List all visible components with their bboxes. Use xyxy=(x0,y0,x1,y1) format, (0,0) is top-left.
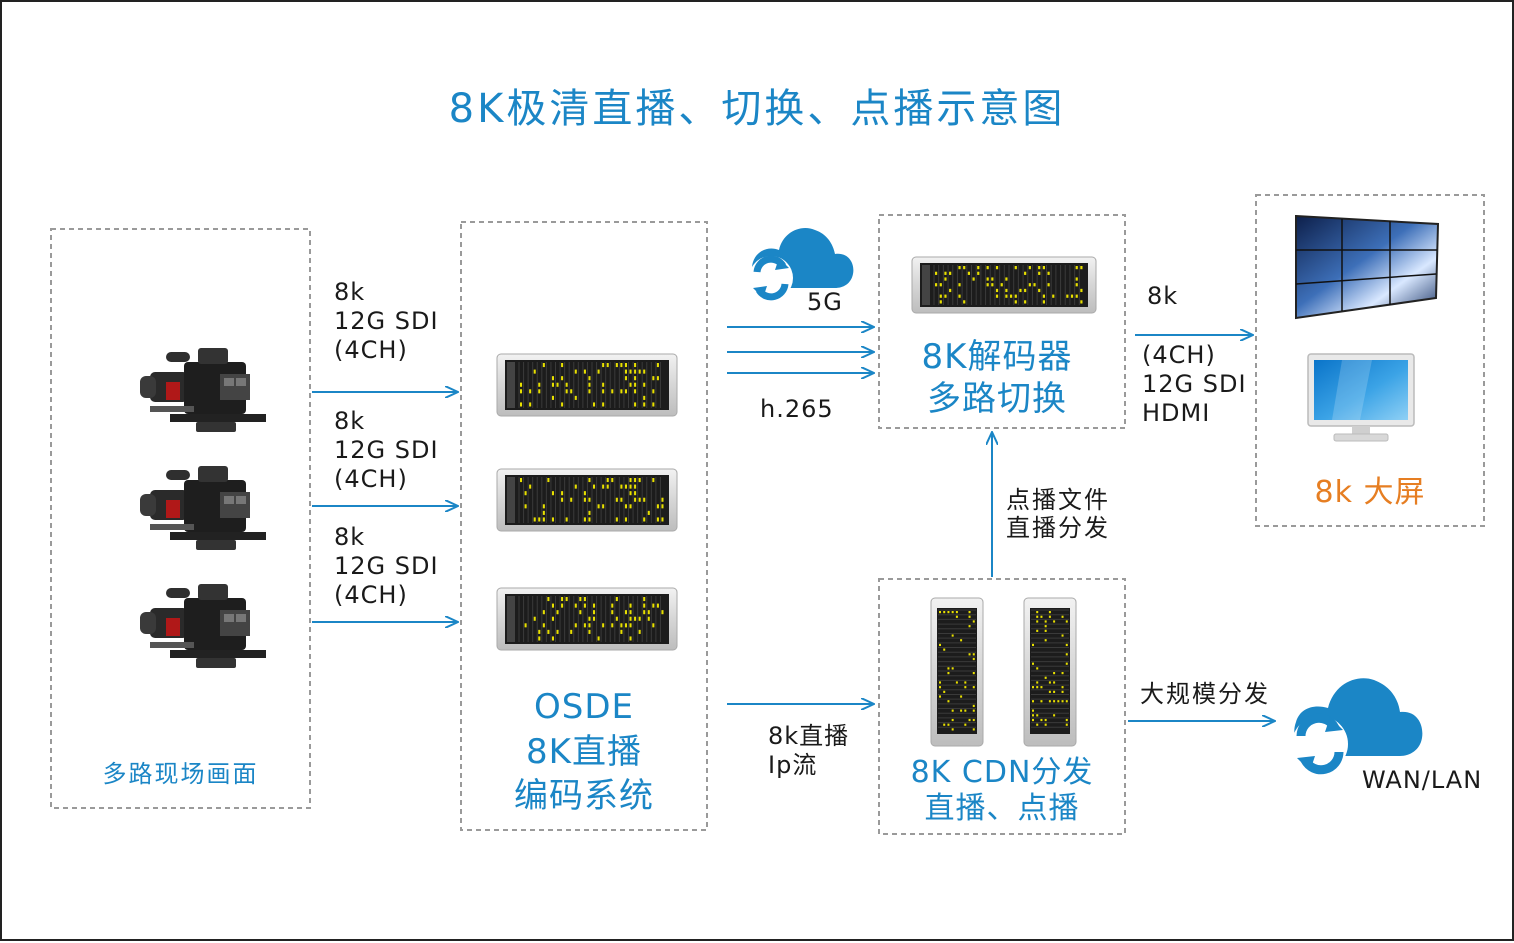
encoder-function: 8K直播 xyxy=(526,732,642,772)
decoder-box-label: 8K解码器 多路切换 xyxy=(879,336,1115,420)
tower-server-icon xyxy=(1023,597,1077,747)
encoder-cdn-link-label: 8k直播 Ip流 xyxy=(768,722,849,780)
tower-server-icon xyxy=(930,597,984,747)
cloud-sync-icon xyxy=(1292,678,1423,775)
video-camera-icon xyxy=(140,466,266,550)
link-resolution: 8k xyxy=(334,523,366,551)
camera-link-label-3: 8k 12G SDI (4CH) xyxy=(334,523,439,610)
rack-server-icon xyxy=(496,587,678,651)
video-camera-icon xyxy=(140,584,266,668)
rack-server-icon xyxy=(496,353,678,417)
decoder-screen-resolution: 8k xyxy=(1147,282,1179,310)
link-interface: 12G SDI xyxy=(334,307,439,335)
cdn-box xyxy=(878,578,1126,835)
decoder-screen-link-label: (4CH) 12G SDI HDMI xyxy=(1142,341,1247,428)
link-interface: 12G SDI xyxy=(334,552,439,580)
link-resolution: 8k xyxy=(334,278,366,306)
sources-box-label: 多路现场画面 xyxy=(102,760,259,788)
video-wall-icon xyxy=(1295,214,1440,320)
monitor-icon xyxy=(1307,353,1415,442)
link-channels: (4CH) xyxy=(334,336,408,364)
diagram-title: 8K极清直播、切换、点播示意图 xyxy=(448,86,1066,132)
wan-lan-label: WAN/LAN xyxy=(1362,766,1483,794)
camera-link-label-1: 8k 12G SDI (4CH) xyxy=(334,278,439,365)
cdn-title: 8K CDN分发 xyxy=(910,755,1094,790)
link-channels: (4CH) xyxy=(1142,341,1216,369)
link-channels: (4CH) xyxy=(334,465,408,493)
encoder-box-label: OSDE 8K直播 编码系统 xyxy=(461,684,707,818)
h265-label: h.265 xyxy=(760,395,834,423)
live-8k-label: 8k直播 xyxy=(768,722,850,750)
live-distribution-label: 直播分发 xyxy=(1006,514,1110,542)
decoder-box xyxy=(878,214,1126,429)
video-camera-icon xyxy=(140,348,266,432)
cdn-subtitle: 直播、点播 xyxy=(924,791,1080,826)
camera-link-label-2: 8k 12G SDI (4CH) xyxy=(334,407,439,494)
mass-distribution-label: 大规模分发 xyxy=(1140,680,1270,708)
cloud-sync-icon xyxy=(749,228,854,301)
link-resolution: 8k xyxy=(334,407,366,435)
encoder-system: 编码系统 xyxy=(514,776,654,816)
rack-server-icon xyxy=(496,468,678,532)
sources-box xyxy=(50,228,311,809)
decoder-title: 8K解码器 xyxy=(921,337,1073,377)
link-interface: 12G SDI xyxy=(334,436,439,464)
cdn-box-label: 8K CDN分发 直播、点播 xyxy=(879,755,1125,827)
cloud-5g-label: 5G xyxy=(807,288,843,316)
link-interface: 12G SDI xyxy=(1142,370,1247,398)
encoder-brand: OSDE xyxy=(533,687,634,727)
screen-box-label: 8k 大屏 xyxy=(1314,475,1426,510)
encoder-box xyxy=(460,221,708,831)
link-interface-hdmi: HDMI xyxy=(1142,399,1211,427)
link-channels: (4CH) xyxy=(334,581,408,609)
ip-stream-label: Ip流 xyxy=(768,751,818,779)
vod-files-label: 点播文件 xyxy=(1006,486,1110,514)
rack-server-icon xyxy=(911,256,1097,314)
decoder-subtitle: 多路切换 xyxy=(927,379,1067,419)
cdn-decoder-link-label: 点播文件 直播分发 xyxy=(1006,486,1110,542)
